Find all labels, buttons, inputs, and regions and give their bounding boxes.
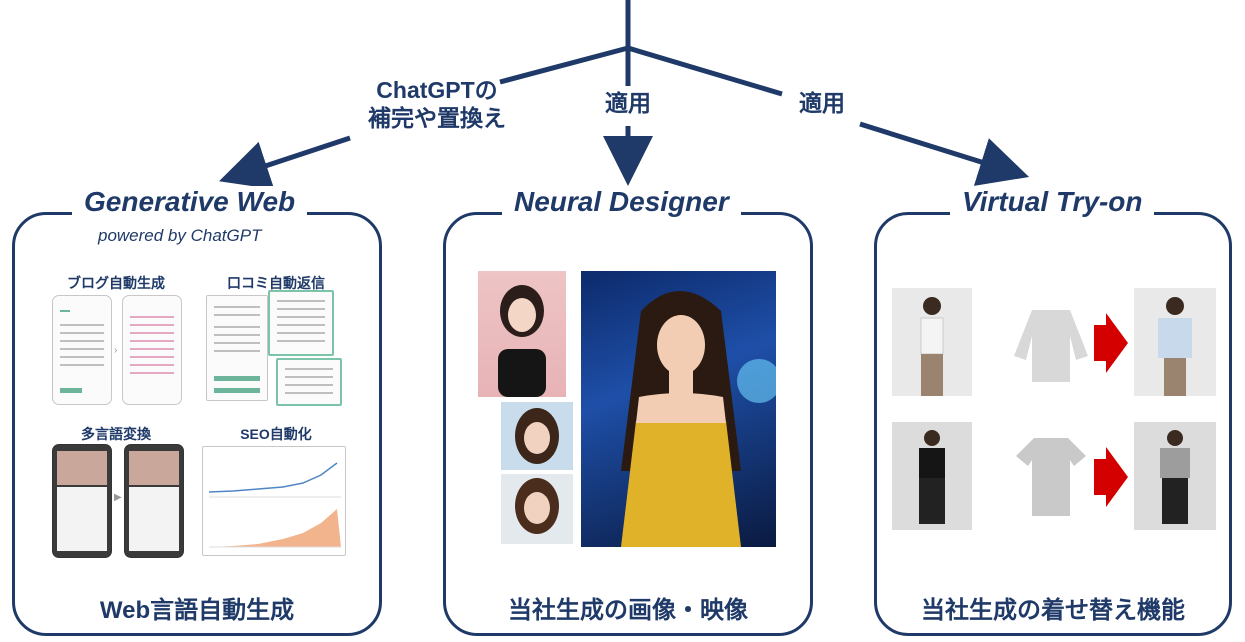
tryon-garment-tshirt: [1010, 428, 1092, 524]
portrait-1-figure: [498, 285, 546, 397]
generative-web-caption: Web言語自動生成: [99, 597, 295, 624]
blog-phone-before: [52, 295, 112, 405]
sweatshirt-figure: [1014, 310, 1088, 382]
blog-phone-after: [122, 295, 182, 405]
branch-right-lower: [859, 121, 1030, 186]
feature-multilingual-label: 多言語変換: [81, 426, 151, 442]
review-document: [206, 295, 268, 401]
portrait-image-2: [501, 402, 573, 470]
feature-seo-label: SEO自動化: [240, 426, 312, 442]
multilingual-phone-after: [124, 444, 184, 558]
left-arrow-label: ChatGPTの 補完や置換え: [352, 77, 522, 132]
blog-transition-icon: ›: [114, 345, 118, 356]
tryon-garment-sweatshirt: [1010, 296, 1092, 388]
branch-right-upper: [627, 45, 783, 97]
branch-left-upper: [499, 45, 629, 85]
tryon-model-before-2-figure: [919, 430, 945, 524]
seo-chart-thumbnail: [202, 446, 346, 556]
tryon-arrow-2-shaft: [1094, 459, 1106, 495]
tryon-model-before-2: [892, 422, 972, 530]
tshirt-figure: [1016, 438, 1086, 516]
tryon-model-after-1-figure: [1158, 297, 1192, 396]
portrait-image-1: [478, 271, 566, 397]
tryon-model-after-1: [1134, 288, 1216, 396]
review-reply-card-2: [276, 358, 342, 406]
tryon-model-before-1-figure: [920, 297, 944, 396]
branch-left-lower: [219, 135, 351, 190]
neural-designer-title: Neural Designer: [502, 186, 741, 218]
generative-web-subtitle: powered by ChatGPT: [98, 226, 262, 245]
main-portrait-image: [581, 271, 776, 547]
neural-designer-caption: 当社生成の画像・映像: [508, 597, 748, 624]
review-reply-card-1: [268, 290, 334, 356]
portrait-image-3: [501, 474, 573, 544]
virtual-tryon-title: Virtual Try-on: [950, 186, 1155, 218]
feature-blog-label: ブログ自動生成: [67, 275, 165, 291]
tryon-arrow-2-icon: [1106, 447, 1128, 507]
tryon-model-after-2: [1134, 422, 1216, 530]
right-arrow-label: 適用: [799, 90, 845, 116]
multilingual-transition-icon: ▶: [114, 492, 122, 503]
center-arrow-label: 適用: [605, 90, 651, 116]
multilingual-phone-before: [52, 444, 112, 558]
feature-review-label: 口コミ自動返信: [227, 275, 325, 291]
main-portrait-figure: [621, 291, 776, 547]
left-arrow-label-line1: ChatGPTの: [376, 77, 498, 103]
virtual-tryon-caption: 当社生成の着せ替え機能: [921, 597, 1185, 624]
tryon-arrow-1-shaft: [1094, 325, 1106, 361]
generative-web-title: Generative Web: [72, 186, 308, 218]
seo-trend-graphic: [208, 462, 341, 548]
portrait-3-figure: [515, 478, 559, 534]
portrait-2-figure: [515, 408, 559, 464]
tryon-model-before-1: [892, 288, 972, 396]
left-arrow-label-line2: 補完や置換え: [368, 104, 506, 131]
tryon-model-after-2-figure: [1160, 430, 1190, 524]
tryon-arrow-1-icon: [1106, 313, 1128, 373]
